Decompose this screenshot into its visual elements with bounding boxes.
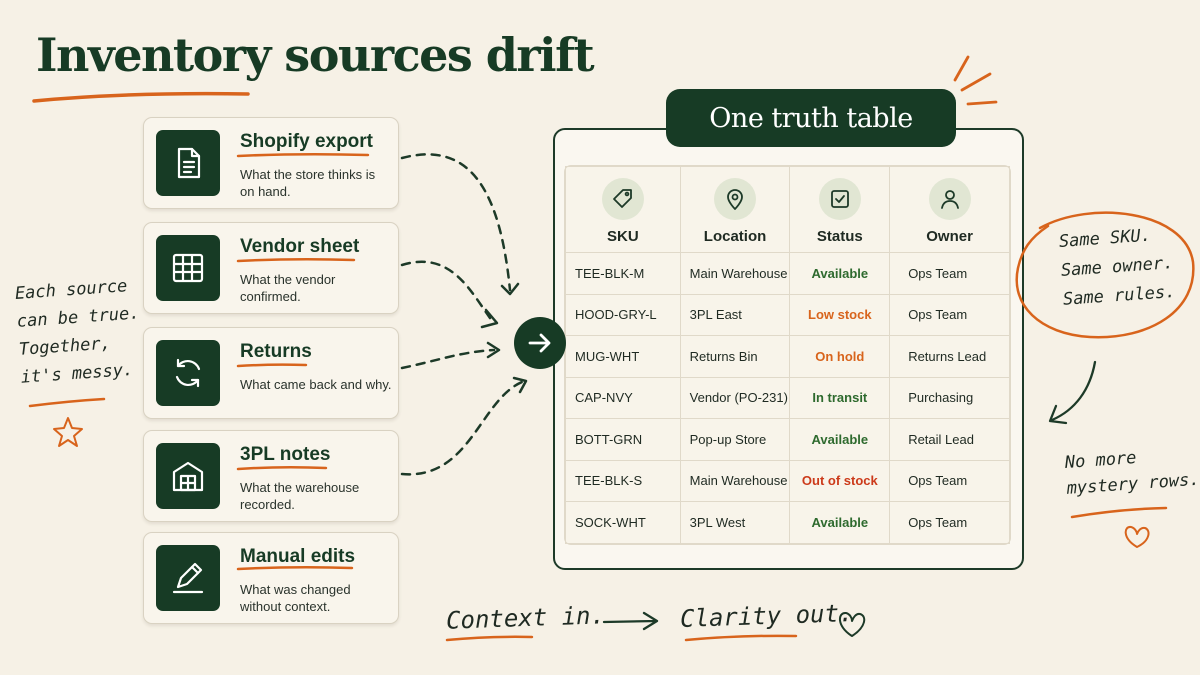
pin-icon	[714, 178, 757, 220]
source-card-shopify-export: Shopify export What the store thinks is …	[143, 117, 399, 209]
table-row: CAP-NVY Vendor (PO-231) In transit Purch…	[565, 376, 1010, 419]
cell-owner: Purchasing	[889, 376, 1010, 419]
checkbox-icon	[818, 178, 861, 220]
title-underline	[32, 91, 250, 103]
cell-sku: SOCK-WHT	[565, 501, 681, 544]
cell-location: 3PL East	[679, 293, 791, 336]
merge-arrow-icon	[514, 317, 566, 369]
truth-table: SKU Location Status Owner	[565, 166, 1010, 544]
warehouse-icon	[156, 443, 220, 509]
footer-left-underline	[445, 635, 534, 642]
bottom-right-note: No more mystery rows.	[1064, 441, 1200, 502]
person-icon	[928, 178, 971, 220]
cell-sku: CAP-NVY	[565, 376, 681, 419]
column-header-sku: SKU	[565, 166, 681, 253]
cell-owner: Returns Lead	[889, 335, 1010, 378]
source-description: What was changed without context.	[240, 582, 351, 614]
panel-title: One truth table	[666, 89, 956, 147]
curved-arrow	[1050, 360, 1097, 422]
dashed-connectors	[400, 153, 524, 476]
left-note-underline	[28, 397, 106, 408]
document-icon	[156, 130, 220, 196]
footer-right-underline	[684, 634, 798, 642]
column-header-label: Location	[703, 228, 767, 245]
source-description: What the store thinks is on hand.	[240, 167, 376, 199]
column-header-label: SKU	[606, 228, 639, 245]
pencil-icon	[156, 545, 220, 611]
cell-sku: BOTT-GRN	[565, 418, 681, 461]
column-header-owner: Owner	[889, 166, 1010, 253]
cell-owner: Ops Team	[889, 293, 1010, 336]
cell-sku: TEE-BLK-S	[565, 459, 681, 502]
cell-location: 3PL West	[679, 501, 791, 544]
cell-location: Returns Bin	[679, 335, 791, 378]
source-title: Manual edits	[240, 546, 356, 567]
footer-context-in: Context in.	[445, 601, 606, 635]
source-card-returns: Returns What came back and why.	[143, 327, 399, 419]
column-header-status: Status	[789, 166, 891, 253]
table-row: TEE-BLK-S Main Warehouse Out of stock Op…	[565, 459, 1010, 502]
cell-status: In transit	[789, 376, 891, 419]
cell-owner: Retail Lead	[889, 418, 1010, 461]
source-title: 3PL notes	[240, 444, 331, 465]
cell-status: Available	[789, 418, 891, 461]
refresh-icon	[156, 340, 220, 406]
table-header-row: SKU Location Status Owner	[565, 166, 1010, 253]
table-row: MUG-WHT Returns Bin On hold Returns Lead	[565, 335, 1010, 378]
tag-icon	[601, 178, 644, 220]
table-row: TEE-BLK-M Main Warehouse Available Ops T…	[565, 252, 1010, 295]
page-title: Inventory sources drift	[36, 28, 595, 82]
source-title: Vendor sheet	[240, 236, 360, 257]
footer-arrow	[602, 611, 659, 631]
cell-status: Out of stock	[789, 459, 891, 502]
left-note: Each source can be true. Together, it's …	[14, 271, 144, 391]
source-card-3pl-notes: 3PL notes What the warehouse recorded.	[143, 430, 399, 522]
cell-location: Pop-up Store	[679, 418, 791, 461]
cell-status: Available	[789, 252, 891, 295]
star-icon	[53, 417, 83, 447]
source-description: What the warehouse recorded.	[240, 480, 360, 512]
cell-owner: Ops Team	[889, 501, 1010, 544]
heart-icon	[1124, 526, 1150, 548]
column-header-label: Owner	[926, 228, 973, 245]
bottom-note-underline	[1070, 506, 1168, 519]
cell-location: Main Warehouse	[679, 459, 791, 502]
table-row: BOTT-GRN Pop-up Store Available Retail L…	[565, 418, 1010, 461]
right-note: Same SKU. Same owner. Same rules.	[1058, 220, 1176, 315]
footer-clarity-out: Clarity out.	[679, 598, 854, 634]
sparkle-marks	[953, 55, 998, 106]
column-header-label: Status	[816, 228, 863, 245]
cell-status: Low stock	[789, 293, 891, 336]
cell-location: Vendor (PO-231)	[679, 376, 791, 419]
cell-sku: MUG-WHT	[565, 335, 681, 378]
table-row: SOCK-WHT 3PL West Available Ops Team	[565, 501, 1010, 544]
cell-status: On hold	[789, 335, 891, 378]
cell-status: Available	[789, 501, 891, 544]
cell-owner: Ops Team	[889, 252, 1010, 295]
grid-icon	[156, 235, 220, 301]
column-header-location: Location	[679, 166, 791, 253]
cell-owner: Ops Team	[889, 459, 1010, 502]
cell-sku: TEE-BLK-M	[565, 252, 681, 295]
cell-sku: HOOD-GRY-L	[565, 293, 681, 336]
source-title: Returns	[240, 341, 312, 362]
source-title: Shopify export	[240, 131, 374, 152]
cell-location: Main Warehouse	[679, 252, 791, 295]
table-row: HOOD-GRY-L 3PL East Low stock Ops Team	[565, 293, 1010, 336]
source-description: What came back and why.	[240, 377, 392, 392]
source-card-manual-edits: Manual edits What was changed without co…	[143, 532, 399, 624]
source-description: What the vendor confirmed.	[240, 272, 336, 304]
source-card-vendor-sheet: Vendor sheet What the vendor confirmed.	[143, 222, 399, 314]
